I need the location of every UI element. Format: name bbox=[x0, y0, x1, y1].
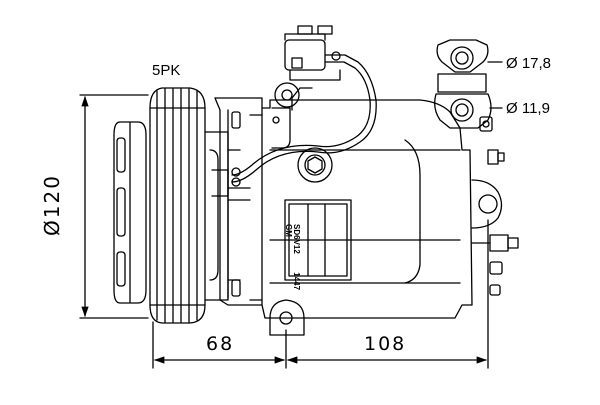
belt-type-label: 5PK bbox=[152, 62, 181, 79]
nameplate bbox=[284, 199, 352, 281]
small-port-diameter-label: Ø 11,9 bbox=[506, 100, 550, 117]
nameplate-model: SD6V12 bbox=[292, 224, 301, 254]
nameplate-number: 1447 bbox=[292, 272, 301, 291]
pulley-diameter-label: Ø120 bbox=[40, 174, 64, 236]
large-port-diameter-label: Ø 17,8 bbox=[506, 55, 552, 72]
connector-wire bbox=[231, 25, 377, 183]
pulley-to-mount-dimension-label: 68 bbox=[206, 333, 235, 355]
clutch-plate bbox=[113, 121, 147, 304]
nameplate-text: SD6V12 1447 GM bbox=[284, 224, 301, 291]
compressor-body bbox=[214, 82, 473, 319]
pulley bbox=[149, 87, 206, 324]
port-fittings bbox=[434, 39, 503, 129]
mount-to-back-dimension-label: 108 bbox=[364, 333, 407, 355]
bottom-mount bbox=[269, 299, 305, 336]
diameter-dimension bbox=[79, 94, 149, 319]
length-dimensions bbox=[152, 219, 489, 369]
nameplate-brand: GM bbox=[284, 224, 293, 237]
rear-bolts bbox=[471, 116, 519, 296]
